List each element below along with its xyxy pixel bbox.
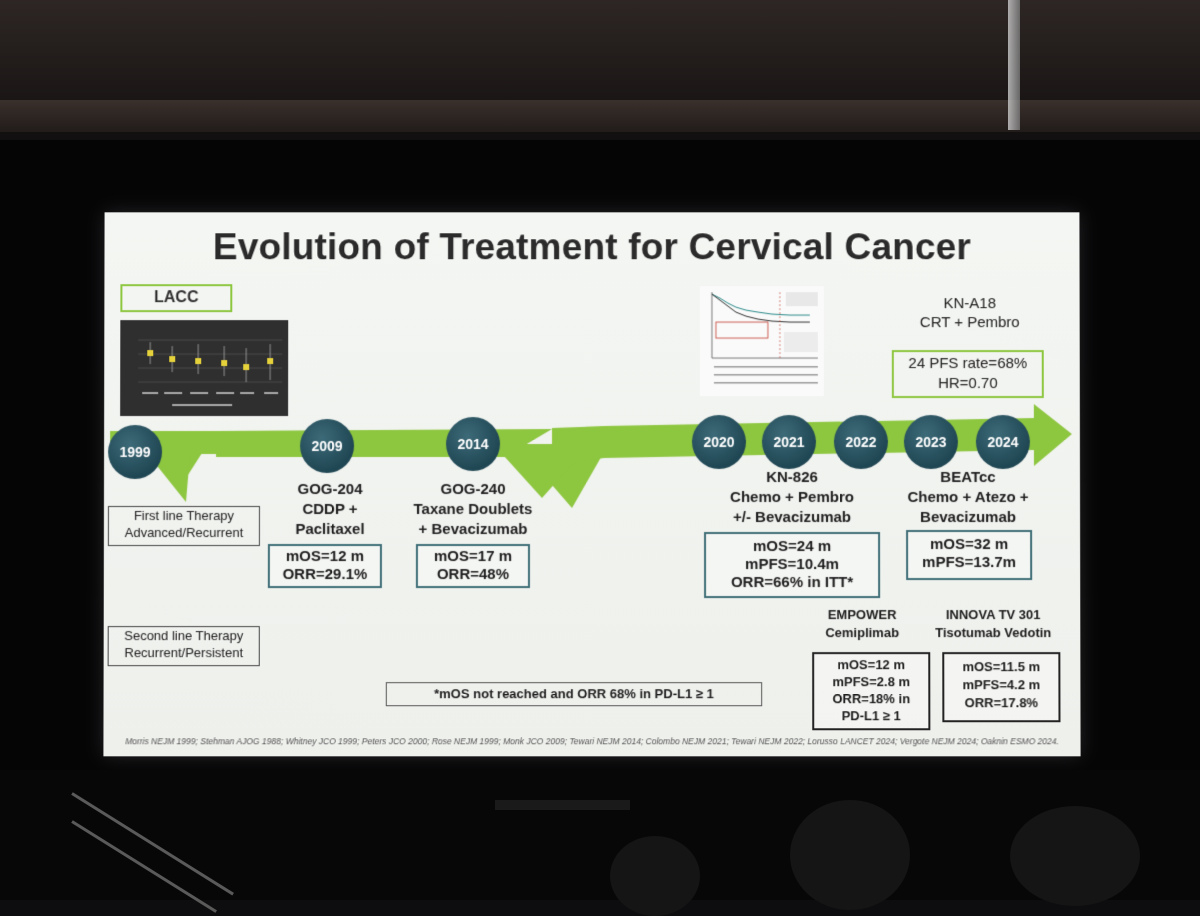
year-marker-2020: 2020 [692, 415, 746, 469]
gog204-desc2: Paclitaxel [270, 520, 390, 540]
first-line-therapy-label: First line Therapy Advanced/Recurrent [108, 506, 260, 546]
innova-drug: Tisotumab Vedotin [924, 624, 1062, 642]
gog240-name: GOG-240 [398, 480, 548, 500]
kna18-results-box: 24 PFS rate=68% HR=0.70 [892, 350, 1044, 398]
beatcc-desc1: Chemo + Atezo + [886, 488, 1050, 508]
empower-orr: ORR=18% in [814, 690, 928, 707]
empower-name: EMPOWER [806, 606, 918, 624]
year-marker-2024: 2024 [976, 415, 1030, 469]
kn826-name: KN-826 [712, 468, 872, 488]
kna18-name: KN-A18 [880, 294, 1060, 313]
year-marker-1999: 1999 [108, 425, 162, 479]
audience-head [1010, 806, 1140, 906]
kna18-regimen: CRT + Pembro [880, 313, 1060, 332]
kn826-mpfs: mPFS=10.4m [706, 556, 878, 574]
kna18-header: KN-A18 CRT + Pembro [880, 294, 1060, 332]
empower-title: EMPOWER Cemiplimab [806, 606, 918, 642]
beatcc-title: BEATcc Chemo + Atezo + Bevacizumab [886, 468, 1050, 528]
beatcc-results-box: mOS=32 m mPFS=13.7m [906, 530, 1032, 580]
year-marker-2014: 2014 [446, 417, 500, 471]
gog240-orr: ORR=48% [418, 566, 528, 584]
gog240-desc1: Taxane Doublets [398, 500, 548, 520]
beatcc-mpfs: mPFS=13.7m [908, 554, 1030, 572]
empower-drug: Cemiplimab [806, 624, 918, 642]
year-marker-2022: 2022 [834, 415, 888, 469]
kn826-title: KN-826 Chemo + Pembro +/- Bevacizumab [712, 468, 872, 528]
gog204-mos: mOS=12 m [270, 548, 380, 566]
year-marker-2009: 2009 [300, 419, 354, 473]
audience-head [610, 836, 700, 916]
audience-head [790, 800, 910, 910]
innova-results-box: mOS=11.5 m mPFS=4.2 m ORR=17.8% [942, 652, 1060, 722]
empower-mpfs: mPFS=2.8 m [814, 673, 928, 690]
year-marker-2021: 2021 [762, 415, 816, 469]
kna18-pfs: 24 PFS rate=68% [894, 354, 1042, 374]
gog240-mos: mOS=17 m [418, 548, 528, 566]
gog204-orr: ORR=29.1% [270, 566, 380, 584]
podium [495, 800, 630, 810]
gog240-results-box: mOS=17 m ORR=48% [416, 544, 530, 588]
kn826-results-box: mOS=24 m mPFS=10.4m ORR=66% in ITT* [704, 532, 880, 598]
gog204-results-box: mOS=12 m ORR=29.1% [268, 544, 382, 588]
beatcc-desc2: Bevacizumab [886, 508, 1050, 528]
gog240-desc2: + Bevacizumab [398, 520, 548, 540]
kna18-hr: HR=0.70 [894, 374, 1042, 394]
kn826-orr: ORR=66% in ITT* [706, 574, 878, 592]
innova-name: INNOVA TV 301 [924, 606, 1062, 624]
year-marker-2023: 2023 [904, 415, 958, 469]
presentation-slide: Evolution of Treatment for Cervical Canc… [103, 212, 1080, 756]
innova-title: INNOVA TV 301 Tisotumab Vedotin [924, 606, 1062, 642]
empower-mos: mOS=12 m [814, 656, 928, 673]
lighting-truss [1008, 0, 1020, 130]
references: Morris NEJM 1999; Stehman AJOG 1988; Whi… [103, 736, 1080, 746]
innova-mos: mOS=11.5 m [944, 658, 1058, 676]
kn826-desc1: Chemo + Pembro [712, 488, 872, 508]
kn826-mos: mOS=24 m [706, 538, 878, 556]
innova-mpfs: mPFS=4.2 m [944, 676, 1058, 694]
beatcc-mos: mOS=32 m [908, 536, 1030, 554]
empower-results-box: mOS=12 m mPFS=2.8 m ORR=18% in PD-L1 ≥ 1 [812, 652, 930, 730]
kn826-desc2: +/- Bevacizumab [712, 508, 872, 528]
footnote-pdl1: *mOS not reached and ORR 68% in PD-L1 ≥ … [386, 682, 762, 706]
innova-orr: ORR=17.8% [944, 694, 1058, 712]
ceiling-beam [0, 100, 1200, 132]
gog204-title: GOG-204 CDDP + Paclitaxel [270, 480, 390, 540]
gog240-title: GOG-240 Taxane Doublets + Bevacizumab [398, 480, 548, 540]
second-line-therapy-label: Second line Therapy Recurrent/Persistent [108, 626, 260, 666]
gog204-name: GOG-204 [270, 480, 390, 500]
gog204-desc1: CDDP + [270, 500, 390, 520]
empower-pdl1: PD-L1 ≥ 1 [814, 707, 928, 724]
beatcc-name: BEATcc [886, 468, 1050, 488]
